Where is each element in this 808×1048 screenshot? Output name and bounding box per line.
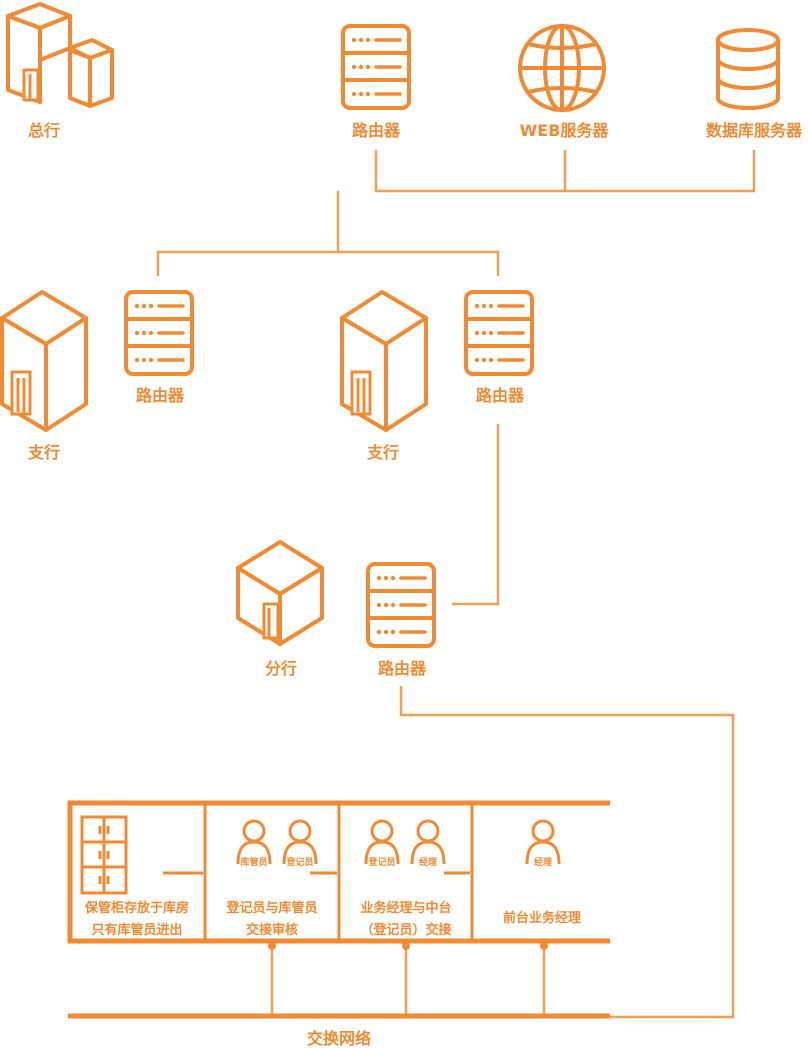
hq-router-label: 路由器 [351,121,401,140]
hq-label: 总行 [27,121,61,140]
sub-branch-cube-icon [236,540,324,646]
person-tag: 经理 [419,856,437,868]
person-tag: 登记员 [367,856,395,868]
database-icon [716,28,780,110]
branch-label: 支行 [27,443,61,462]
sub-branch-router-icon [366,562,436,648]
branch-router-icon [124,290,194,376]
person-tag: 经理 [534,856,552,868]
room3-caption: 业务经理与中台 （登记员）交接 [360,901,452,938]
connection-lines [156,150,756,1019]
hq-router-icon [341,24,411,110]
room2-caption: 登记员与库管员 交接审核 [226,901,318,938]
room-dividers [163,803,474,941]
person-tag: 登记员 [285,856,313,868]
branch-building-icon [340,290,428,432]
network-nodes [268,942,548,950]
branch-building-icon [0,290,88,432]
db-server-label: 数据库服务器 [705,121,803,140]
branch-router-label: 路由器 [475,386,525,405]
sub-branch-label: 分行 [264,659,298,678]
sub-branch-router-label: 路由器 [377,659,427,678]
branch-label: 支行 [366,443,400,462]
room1-caption: 保管柜存放于库房 只有库管员进出 [84,901,190,938]
branch-router-label: 路由器 [135,386,185,405]
hq-building-icon [6,2,114,108]
locker-icon [80,815,128,895]
room4-caption: 前台业务经理 [502,911,582,926]
person-tag: 库管员 [240,856,267,868]
web-server-label: WEB服务器 [519,121,609,140]
branch-router-icon [464,290,534,376]
exchange-network-label: 交换网络 [306,1029,372,1048]
web-server-globe-icon [518,24,606,112]
